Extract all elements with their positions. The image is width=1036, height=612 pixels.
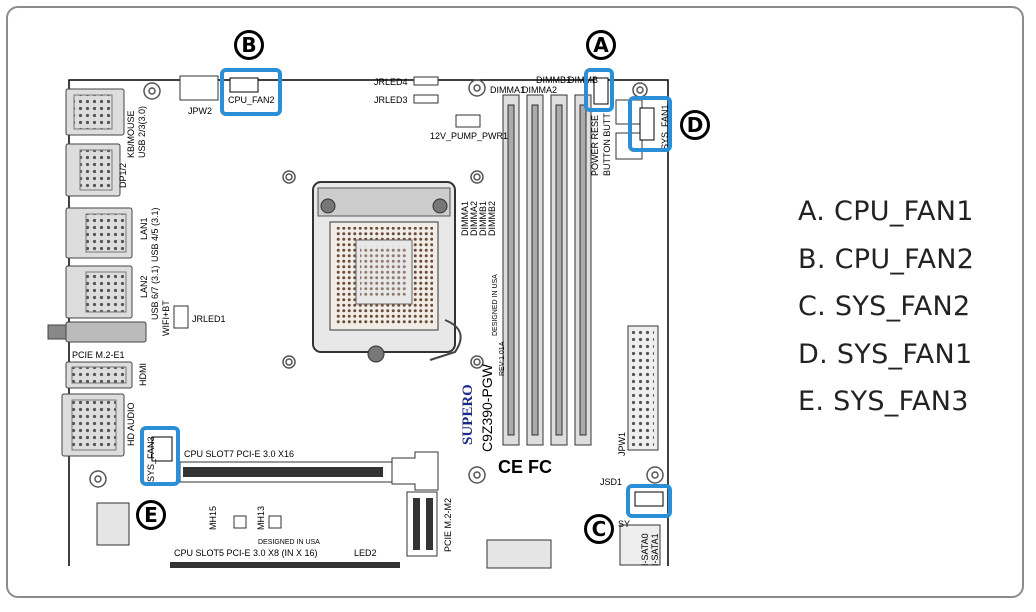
label-lan2: LAN2 bbox=[139, 275, 149, 298]
label-button: BUTTON BUTT bbox=[602, 113, 612, 176]
label-dimm-list-b2: DIMMB2 bbox=[487, 200, 497, 236]
board-designed-in-usa: DESIGNED IN USA bbox=[492, 274, 499, 336]
label-usb67: USB 6/7 (3.1) bbox=[150, 265, 160, 320]
label-mh13: MH13 bbox=[256, 505, 266, 530]
highlight-sys-fan3 bbox=[140, 426, 180, 486]
legend-item-a: A. CPU_FAN1 bbox=[798, 196, 974, 227]
label-power-reset: POWER RESE bbox=[590, 114, 600, 176]
legend-item-d: D. SYS_FAN1 bbox=[798, 338, 973, 370]
label-cpu-slot7: CPU SLOT7 PCI-E 3.0 X16 bbox=[184, 449, 295, 459]
label-jrled1: JRLED1 bbox=[192, 314, 226, 324]
label-sata1: I-SATA1 bbox=[650, 533, 660, 566]
label-pcie-m2-m2: PCIE M.2-M2 bbox=[443, 497, 453, 552]
label-lan1: LAN1 bbox=[139, 217, 149, 240]
label-usb45: USB 4/5 (3.1) bbox=[150, 207, 160, 262]
pcie-slots bbox=[170, 451, 439, 568]
label-jrled3: JRLED3 bbox=[374, 95, 408, 105]
label-jpw2: JPW2 bbox=[188, 106, 213, 116]
callout-c: C bbox=[584, 514, 614, 544]
atx-power-connector bbox=[627, 325, 659, 451]
label-led2: LED2 bbox=[354, 548, 377, 558]
rear-io-ports bbox=[47, 88, 147, 457]
fan-headers bbox=[151, 77, 664, 507]
dimm-slots bbox=[502, 94, 592, 446]
label-hdmi: HDMI bbox=[138, 363, 148, 386]
callout-a: A bbox=[586, 30, 616, 60]
label-dimmb1-top: DIMMB1 bbox=[536, 75, 572, 85]
highlight-sys-fan1 bbox=[628, 96, 672, 152]
label-dimma1-top: DIMMA1 bbox=[490, 85, 526, 95]
legend-item-b: B. CPU_FAN2 bbox=[798, 243, 975, 275]
fan-header-legend: A. CPU_FAN1 B. CPU_FAN2 C. SYS_FAN2 D. S… bbox=[798, 188, 1013, 426]
label-cpu-slot5: CPU SLOT5 PCI-E 3.0 X8 (IN X 16) bbox=[174, 548, 318, 558]
label-cpu-fan2: CPU_FAN2 bbox=[228, 95, 275, 105]
label-sata0: I-SATA0 bbox=[640, 533, 650, 566]
label-jpw1: JPW1 bbox=[617, 431, 627, 456]
ce-fc-marks: CE FC bbox=[498, 457, 552, 477]
label-12v-pump: 12V_PUMP_PWR1 bbox=[430, 131, 509, 141]
label-jsd1: JSD1 bbox=[600, 477, 623, 487]
label-dp12: DP1/2 bbox=[118, 162, 128, 188]
board-model: C9Z390-PGW bbox=[479, 364, 495, 452]
cpu-socket bbox=[312, 181, 462, 363]
highlight-cpu-fan2 bbox=[220, 68, 282, 116]
highlight-sys-fan2 bbox=[626, 484, 672, 518]
callout-e: E bbox=[136, 500, 166, 530]
callout-b: B bbox=[234, 30, 264, 60]
label-kb-mouse: KB/MOUSE bbox=[126, 110, 136, 158]
label-wifibt: WIFI+BT bbox=[161, 300, 171, 336]
label-designed-in-usa-2: DESIGNED IN USA bbox=[258, 539, 320, 546]
label-hd-audio: HD AUDIO bbox=[126, 402, 136, 446]
callout-d: D bbox=[680, 110, 710, 140]
legend-item-c: C. SYS_FAN2 bbox=[798, 291, 971, 322]
label-sys-fan2-partial: SY bbox=[618, 519, 631, 529]
label-usb23: USB 2/3(3.0) bbox=[137, 105, 147, 158]
legend-item-e: E. SYS_FAN3 bbox=[798, 386, 969, 417]
board-revision: REV:1.01A bbox=[499, 341, 506, 376]
label-mh15: MH15 bbox=[208, 505, 218, 530]
label-jrled4: JRLED4 bbox=[374, 77, 408, 87]
highlight-cpu-fan1 bbox=[584, 68, 614, 112]
label-pcie-m2-e1: PCIE M.2-E1 bbox=[72, 350, 125, 360]
label-dimmb2-top: DIMMB bbox=[568, 75, 598, 85]
label-dimma2-top: DIMMA2 bbox=[522, 85, 558, 95]
brand-logo: SUPERO bbox=[460, 384, 476, 445]
